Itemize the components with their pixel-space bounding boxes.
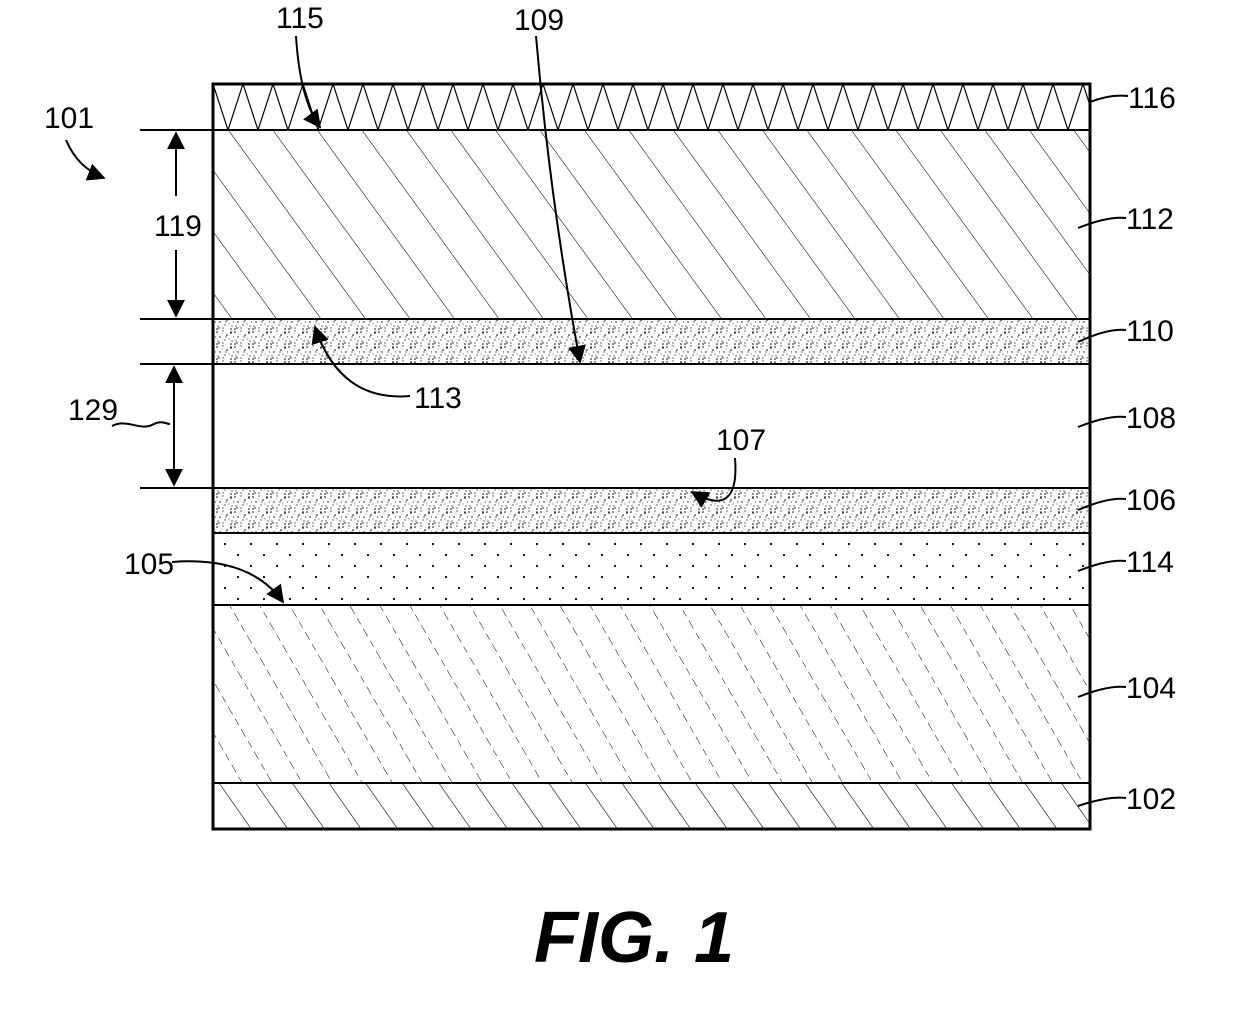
label-104: 104 [1126,672,1176,705]
label-114: 114 [1126,546,1174,579]
label-105: 105 [124,548,174,581]
figure-caption: FIG. 1 [534,898,734,978]
leader-129 [112,422,170,426]
layer-102 [213,783,1090,829]
label-102: 102 [1126,783,1176,816]
layer-104 [213,605,1090,783]
layer-110 [213,319,1090,364]
leader-116 [1090,96,1128,102]
layer-112 [213,130,1090,319]
label-106: 106 [1126,484,1176,517]
layer-114 [213,533,1090,605]
label-108: 108 [1126,402,1176,435]
label-129: 129 [68,394,118,427]
layer-116 [213,84,1090,130]
leader-101 [66,140,104,178]
label-101: 101 [44,102,94,135]
label-112: 112 [1126,203,1174,236]
label-119: 119 [154,210,202,243]
label-113: 113 [414,382,462,415]
label-110: 110 [1126,315,1174,348]
layer-106 [213,488,1090,533]
label-116: 116 [1128,82,1176,115]
layer-108 [213,364,1090,488]
label-107: 107 [716,424,766,457]
label-115: 115 [276,2,324,35]
label-109: 109 [514,4,564,37]
